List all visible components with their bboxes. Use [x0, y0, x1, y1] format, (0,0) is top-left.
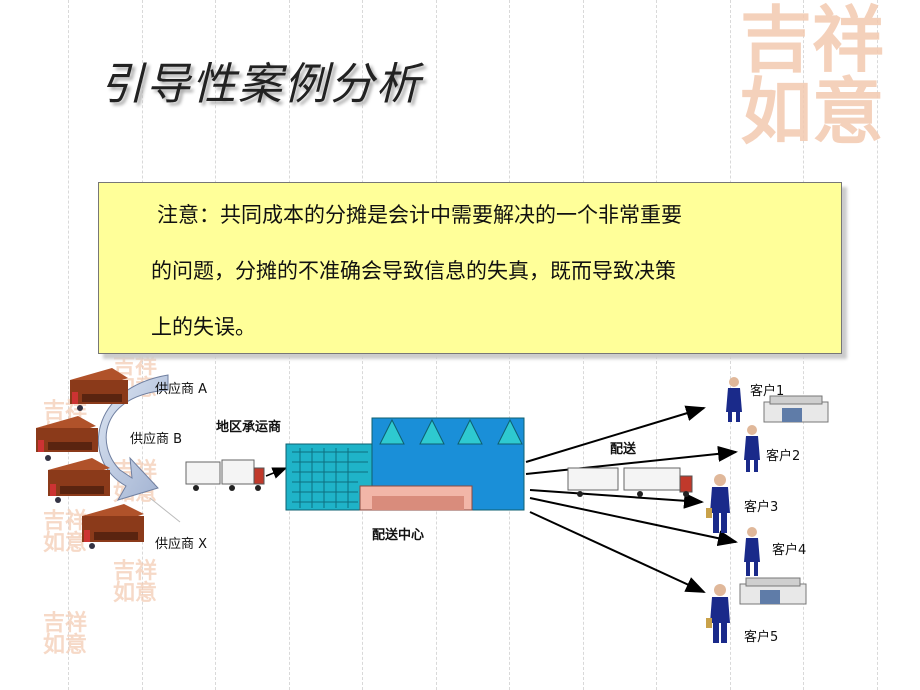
warehouse-icon	[36, 416, 98, 461]
seal-watermark-small-4: 吉祥如意	[42, 508, 87, 556]
supplier-label-b: 供应商 B	[130, 432, 183, 447]
warehouse-icon	[48, 458, 110, 503]
customer-building-icon	[763, 395, 829, 423]
note-line-3: 上的失误。	[151, 315, 256, 339]
supplier-x-connector	[149, 497, 181, 523]
customer-person-icon	[706, 474, 730, 533]
carrier-label: 地区承运商	[216, 420, 282, 435]
customer-person-icon	[744, 425, 760, 472]
customer-label-3: 客户3	[744, 500, 779, 515]
delivery-label: 配送	[610, 442, 637, 457]
seal-watermark-small-6: 吉祥如意	[42, 610, 87, 658]
slide-title: 引导性案例分析	[100, 59, 422, 110]
customer-person-icon	[744, 527, 760, 576]
supplier-label-a: 供应商 A	[155, 382, 208, 397]
note-line-1: 注意：共同成本的分摊是会计中需要解决的一个非常重要	[157, 203, 682, 227]
distribution-center-icon	[285, 417, 525, 511]
customer-label-2: 客户2	[766, 449, 801, 464]
warehouse-icon	[70, 368, 128, 411]
customer-person-icon	[726, 377, 742, 422]
distribution-center-label: 配送中心	[372, 528, 425, 543]
seal-watermark-small-5: 吉祥如意	[112, 558, 157, 606]
supplier-label-x: 供应商 X	[155, 537, 208, 552]
customer-label-5: 客户5	[744, 630, 779, 645]
customer-person-icon	[706, 584, 730, 643]
warehouse-icon	[82, 504, 144, 549]
note-box: 注意：共同成本的分摊是会计中需要解决的一个非常重要 的问题，分摊的不准确会导致信…	[98, 182, 842, 354]
note-line-2: 的问题，分摊的不准确会导致信息的失真，既而导致决策	[151, 259, 676, 283]
carrier-truck-icon	[185, 459, 265, 491]
customer-label-1: 客户1	[750, 384, 785, 399]
seal-watermark-large: 吉祥如意	[739, 0, 884, 154]
delivery-truck-icon	[567, 467, 693, 497]
delivery-arrows	[525, 405, 738, 593]
customer-label-4: 客户4	[772, 543, 807, 558]
customer-building-icon	[739, 577, 807, 605]
